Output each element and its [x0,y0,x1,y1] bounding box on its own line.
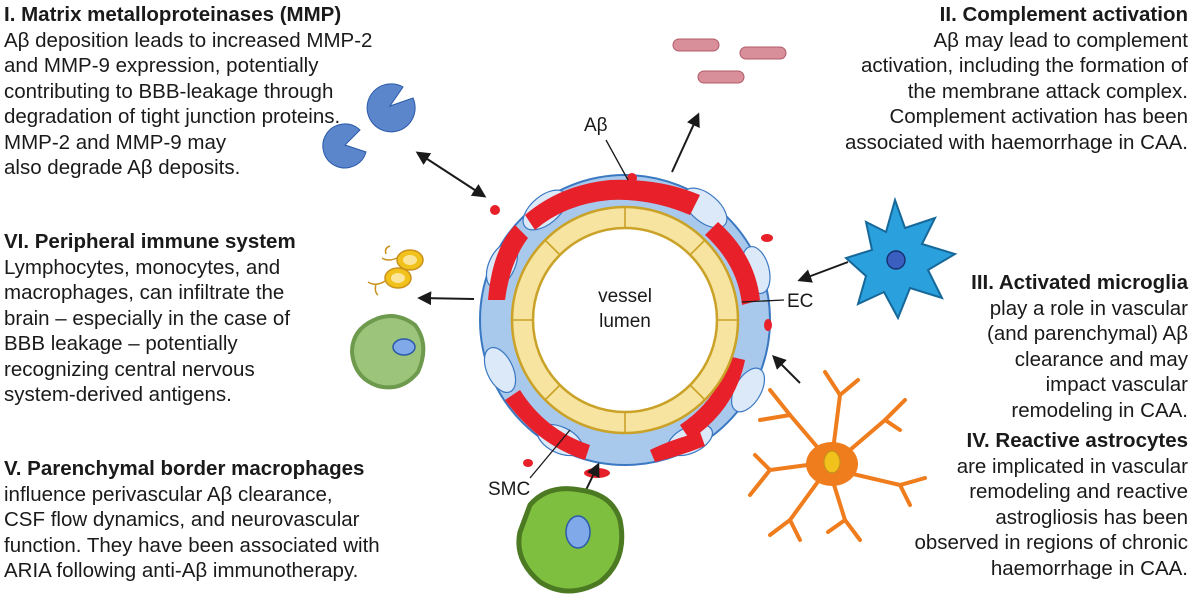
astrocytes-section: IV. Reactive astrocytes are implicated i… [828,428,1189,581]
immune-arrow [417,291,475,306]
complement-body: Aβ may lead to complement activation, in… [845,28,1188,154]
lymphocyte-icon [367,245,424,296]
monocyte-icon [349,314,426,390]
mmp-body: Aβ deposition leads to increased MMP-2 a… [4,28,373,180]
immune-section: VI. Peripheral immune system Lymphocytes… [4,229,364,408]
complement-rod-icon [672,38,787,84]
mmp-section: I. Matrix metalloproteinases (MMP) Aβ de… [4,2,424,181]
astrocytes-title: IV. Reactive astrocytes [966,429,1188,452]
complement-arrow [671,112,700,173]
microglia-arrow [797,261,849,283]
ec-pointer [741,299,785,303]
vessel-wall [479,173,773,478]
ec-label: EC [787,291,813,312]
complement-section: II. Complement activation Aβ may lead to… [768,2,1188,155]
amyloid-deposits [488,173,773,478]
abeta-pointer [605,139,629,181]
mmp-title: I. Matrix metalloproteinases (MMP) [4,3,342,26]
lumen-label-line2: lumen [599,311,651,332]
macrophages-section: V. Parenchymal border macrophages influe… [4,456,444,584]
smc-pointer [529,429,571,479]
smc-label: SMC [488,479,530,500]
complement-title: II. Complement activation [939,3,1188,26]
abeta-label: Aβ [584,115,608,136]
macrophage-arrow [585,462,600,491]
microglia-icon [844,196,958,321]
immune-body: Lymphocytes, monocytes, and macrophages,… [4,255,291,407]
macrophages-body: influence perivascular Aβ clearance, CSF… [4,482,380,583]
astrocytes-body: are implicated in vascular remodeling an… [914,454,1189,580]
mmp-pacman-icon [322,83,416,169]
macrophages-title: V. Parenchymal border macrophages [4,457,365,480]
microglia-body: play a role in vascular (and parenchymal… [987,296,1188,422]
endothelial-junctions [512,207,738,433]
microglia-section: III. Activated microglia play a role in … [928,270,1188,423]
immune-title: VI. Peripheral immune system [4,230,296,253]
lumen-label-line1: vessel [598,286,652,307]
astrocyte-arrow [772,355,801,384]
mmp-arrow [415,151,487,198]
microglia-title: III. Activated microglia [971,271,1188,294]
macrophage-icon [516,486,625,594]
